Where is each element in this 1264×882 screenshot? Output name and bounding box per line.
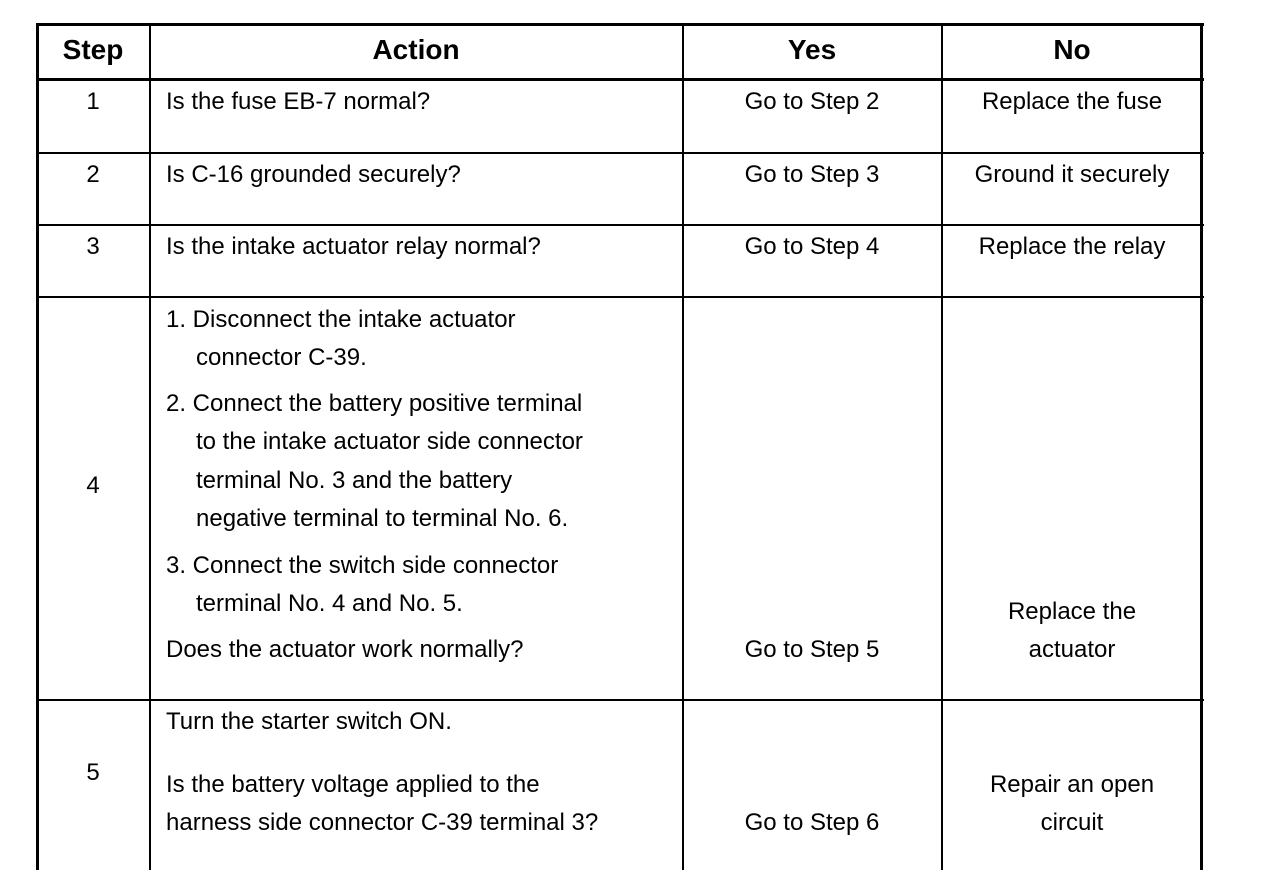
step-number: 2: [86, 161, 100, 188]
step-number: 5: [86, 759, 100, 786]
step-number: 4: [86, 472, 100, 499]
header-step: Step: [62, 34, 124, 65]
action-line: 2. Connect the battery positive terminal: [166, 390, 583, 417]
action-text: Is C-16 grounded securely?: [166, 161, 461, 188]
yes-text: Go to Step 6: [744, 809, 880, 836]
no-text: Ground it securely: [974, 161, 1170, 188]
no-line: Replace the: [1007, 598, 1137, 625]
header-divider: [37, 78, 1204, 81]
header-action: Action: [372, 34, 460, 65]
action-line: terminal No. 4 and No. 5.: [196, 590, 463, 617]
action-line: negative terminal to terminal No. 6.: [196, 505, 569, 532]
action-line: Is the battery voltage applied to the: [166, 771, 540, 798]
yes-text: Go to Step 4: [744, 233, 880, 260]
column-divider: [149, 23, 151, 870]
action-line: terminal No. 3 and the battery: [196, 467, 513, 494]
yes-text: Go to Step 2: [744, 88, 880, 115]
row-divider: [37, 296, 1204, 298]
action-line: Does the actuator work normally?: [166, 636, 524, 663]
column-divider: [941, 23, 943, 870]
no-line: Repair an open: [989, 771, 1155, 798]
action-text: Is the fuse EB-7 normal?: [166, 88, 431, 115]
row-divider: [37, 152, 1204, 154]
table-border-right: [1200, 23, 1203, 870]
no-line: actuator: [1028, 636, 1116, 663]
table-border-left: [36, 23, 39, 870]
action-line: 1. Disconnect the intake actuator: [166, 306, 516, 333]
no-text: Replace the fuse: [981, 88, 1163, 115]
header-yes: Yes: [787, 34, 837, 65]
yes-text: Go to Step 5: [744, 636, 880, 663]
column-divider: [682, 23, 684, 870]
action-line: connector C-39.: [196, 344, 367, 371]
header-no: No: [1053, 34, 1091, 65]
action-line: 3. Connect the switch side connector: [166, 552, 559, 579]
table-border-top: [37, 23, 1204, 26]
step-number: 3: [86, 233, 100, 260]
yes-text: Go to Step 3: [744, 161, 880, 188]
action-line: Turn the starter switch ON.: [166, 708, 452, 735]
row-divider: [37, 224, 1204, 226]
no-text: Replace the relay: [978, 233, 1166, 260]
action-line: harness side connector C-39 terminal 3?: [166, 809, 599, 836]
action-line: to the intake actuator side connector: [196, 428, 583, 455]
action-text: Is the intake actuator relay normal?: [166, 233, 541, 260]
no-line: circuit: [1040, 809, 1104, 836]
step-number: 1: [86, 88, 100, 115]
row-divider: [37, 699, 1204, 701]
